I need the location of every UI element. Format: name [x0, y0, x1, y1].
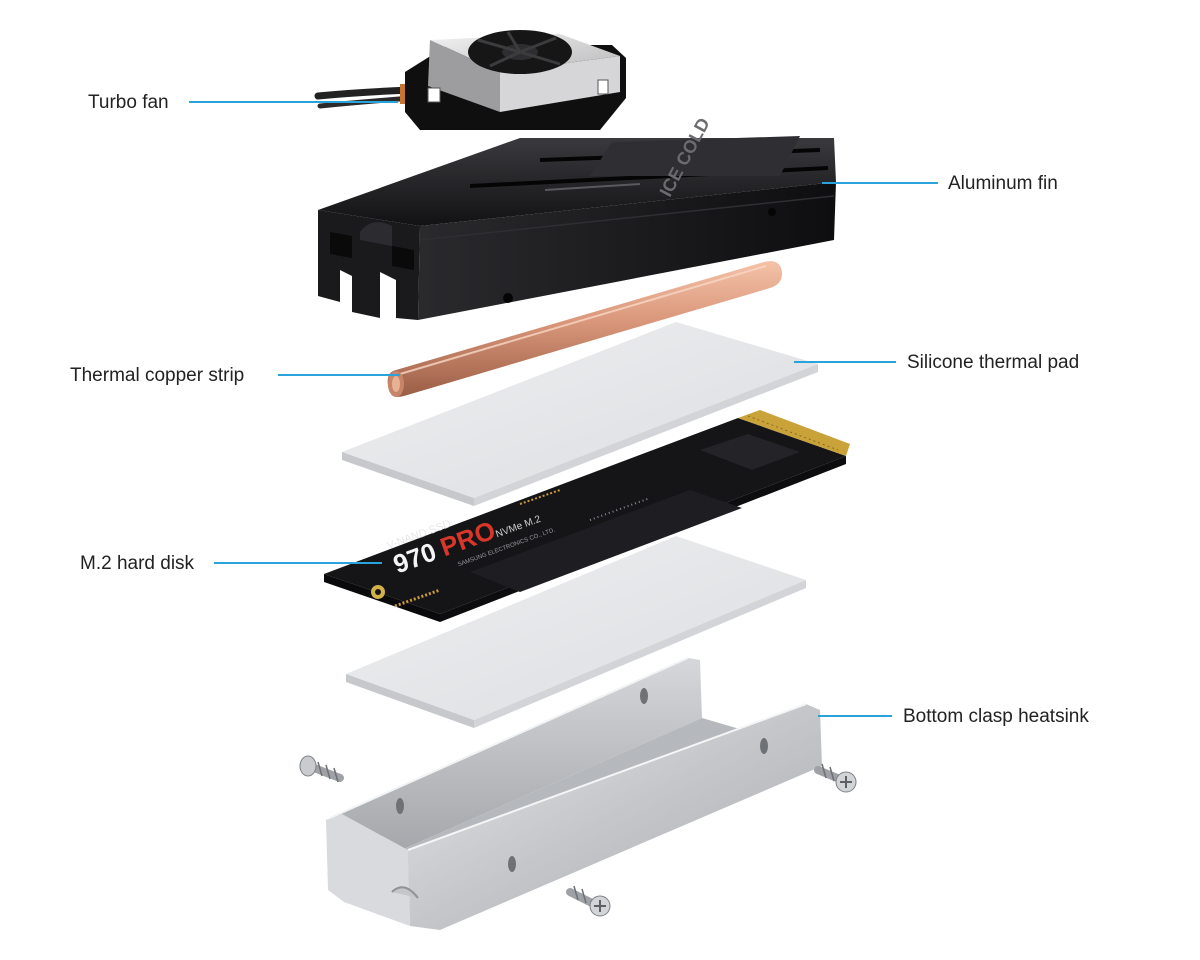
screw-left	[299, 755, 344, 783]
m2-hard-disk: V-NAND SSD 970 PRO NVMe M.2 SAMSUNG ELEC…	[324, 410, 850, 622]
label-turbo-fan: Turbo fan	[88, 92, 169, 113]
bottom-clasp-heatsink	[326, 657, 822, 930]
leader-lines	[189, 101, 938, 717]
screw-bottom	[566, 885, 611, 917]
thermal-copper-strip	[387, 261, 783, 397]
label-m2-hard-disk: M.2 hard disk	[80, 553, 195, 574]
label-aluminum-fin: Aluminum fin	[948, 173, 1058, 194]
label-silicone-thermal-pad: Silicone thermal pad	[907, 352, 1080, 373]
silicone-thermal-pad-top	[342, 322, 818, 506]
screw-right	[814, 763, 857, 793]
label-thermal-copper-strip: Thermal copper strip	[70, 365, 245, 386]
turbo-fan	[314, 30, 626, 130]
label-bottom-clasp-heatsink: Bottom clasp heatsink	[903, 706, 1089, 727]
aluminum-fin: ICE COLD	[318, 115, 836, 320]
silicone-thermal-pad-bottom	[346, 536, 806, 728]
